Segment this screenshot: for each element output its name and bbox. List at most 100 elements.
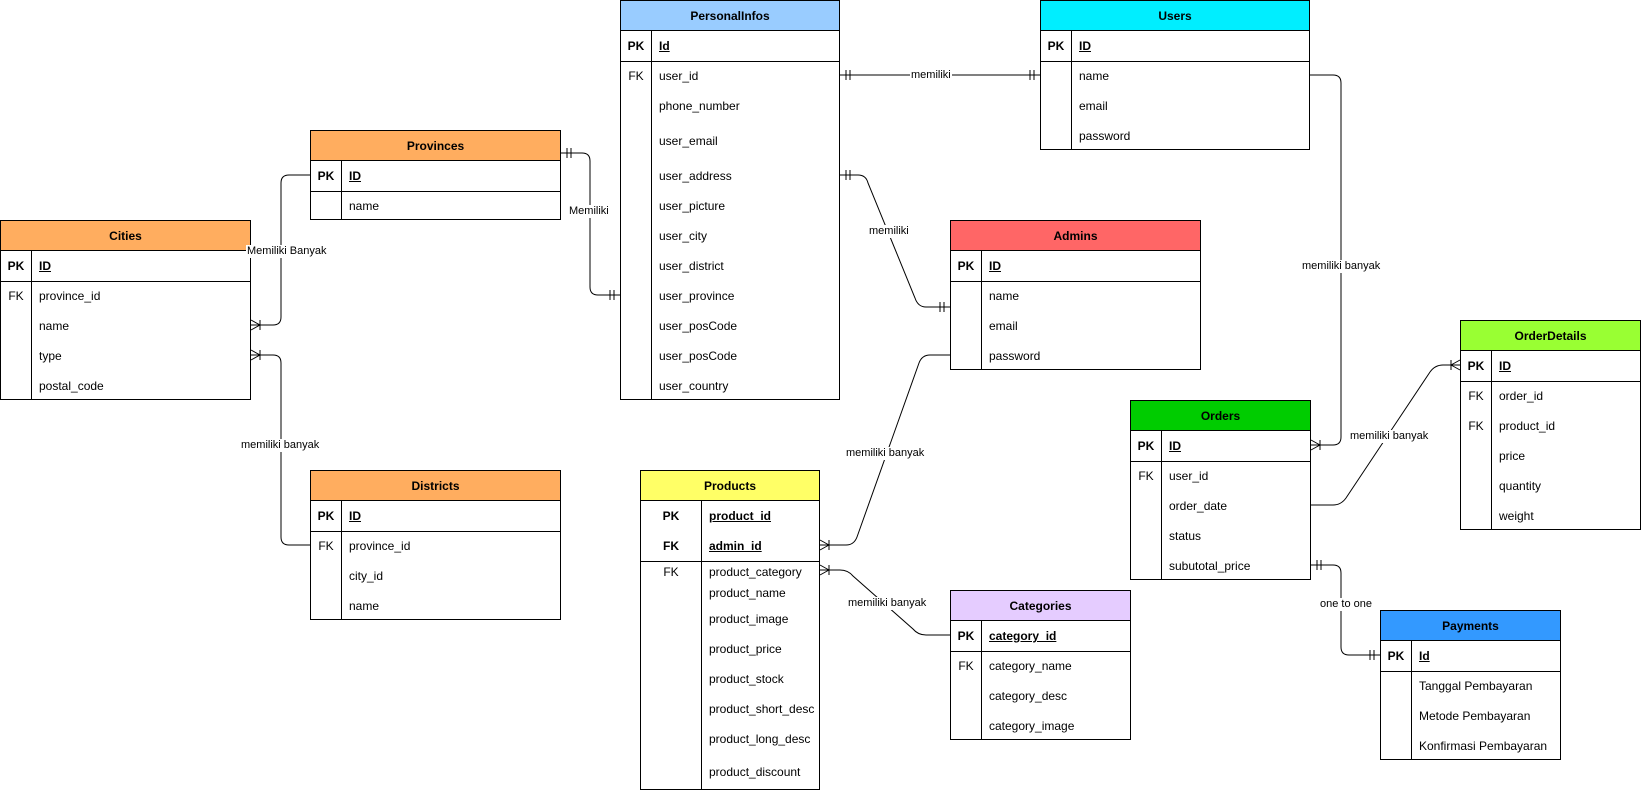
relationship-line-provinces-personalinfos xyxy=(561,152,620,296)
field-row[interactable]: user_province xyxy=(621,281,839,311)
field-row[interactable]: Metode Pembayaran xyxy=(1381,701,1560,731)
field-row[interactable]: FK product_category xyxy=(641,561,819,583)
many-marker xyxy=(819,544,830,551)
field-row[interactable]: user_posCode xyxy=(621,341,839,371)
many-marker xyxy=(1310,444,1321,451)
field-row[interactable]: FK product_id xyxy=(1461,411,1640,441)
entity-title: PersonalInfos xyxy=(621,1,839,31)
field-row[interactable]: product_short_desc xyxy=(641,694,819,724)
field-row[interactable]: phone_number xyxy=(621,91,839,121)
field-row[interactable]: city_id xyxy=(311,561,560,591)
field-row[interactable]: category_desc xyxy=(951,681,1130,711)
field-row[interactable]: product_long_desc xyxy=(641,724,819,754)
field-row[interactable]: Konfirmasi Pembayaran xyxy=(1381,731,1560,761)
field-row[interactable]: quantity xyxy=(1461,471,1640,501)
field-key: FK xyxy=(663,565,679,579)
field-row[interactable]: product_discount xyxy=(641,754,819,791)
field-name: product_id xyxy=(1499,419,1556,433)
field-row[interactable]: status xyxy=(1131,521,1310,551)
field-row[interactable]: Tanggal Pembayaran xyxy=(1381,671,1560,701)
field-row[interactable]: product_price xyxy=(641,634,819,664)
field-row[interactable]: email xyxy=(1041,91,1309,121)
key-column-divider xyxy=(1071,31,1072,149)
field-name: product_price xyxy=(709,642,782,656)
field-row[interactable]: password xyxy=(951,341,1200,371)
entity-title: Users xyxy=(1041,1,1309,31)
field-row[interactable]: PK Id xyxy=(1381,641,1560,672)
field-row[interactable]: name xyxy=(951,281,1200,311)
field-key: PK xyxy=(1387,649,1405,663)
key-column-divider xyxy=(341,161,342,219)
field-name: phone_number xyxy=(659,99,740,113)
field-row[interactable]: user_country xyxy=(621,371,839,401)
field-name: price xyxy=(1499,449,1526,463)
field-row[interactable]: name xyxy=(1,311,250,341)
field-name: user_city xyxy=(659,229,708,243)
entity-title: OrderDetails xyxy=(1461,321,1640,351)
field-name: product_name xyxy=(709,586,786,600)
field-row[interactable]: postal_code xyxy=(1,371,250,401)
relationship-line-personalinfos-admins xyxy=(840,174,950,308)
field-row[interactable]: price xyxy=(1461,441,1640,471)
field-row[interactable]: product_name xyxy=(641,583,819,604)
field-row[interactable]: product_image xyxy=(641,604,819,634)
field-row[interactable]: user_posCode xyxy=(621,311,839,341)
field-name: name xyxy=(349,199,380,213)
field-row[interactable]: user_email xyxy=(621,121,839,161)
field-row[interactable]: user_district xyxy=(621,251,839,281)
field-row[interactable]: order_date xyxy=(1131,491,1310,521)
field-row[interactable]: password xyxy=(1041,121,1309,151)
field-name: category_name xyxy=(989,659,1072,673)
many-marker xyxy=(819,569,830,576)
field-row[interactable]: user_address xyxy=(621,161,839,191)
many-marker xyxy=(250,319,261,326)
field-key: FK xyxy=(8,289,24,303)
field-row[interactable]: email xyxy=(951,311,1200,341)
field-row[interactable]: name xyxy=(1041,61,1309,91)
field-row[interactable]: name xyxy=(311,591,560,621)
field-row[interactable]: user_picture xyxy=(621,191,839,221)
field-name: Id xyxy=(1419,649,1430,663)
field-row[interactable]: name xyxy=(311,191,560,221)
field-row[interactable]: weight xyxy=(1461,501,1640,531)
field-row[interactable]: user_city xyxy=(621,221,839,251)
field-row[interactable]: product_stock xyxy=(641,664,819,694)
field-row[interactable]: type xyxy=(1,341,250,371)
field-row[interactable]: category_image xyxy=(951,711,1130,741)
many-marker xyxy=(819,564,830,571)
field-row[interactable]: subutotal_price xyxy=(1131,551,1310,581)
field-key: FK xyxy=(1138,469,1154,483)
field-name: product_category xyxy=(709,565,802,579)
field-name: user_posCode xyxy=(659,319,738,333)
field-name: status xyxy=(1169,529,1202,543)
field-key: FK xyxy=(1468,419,1484,433)
